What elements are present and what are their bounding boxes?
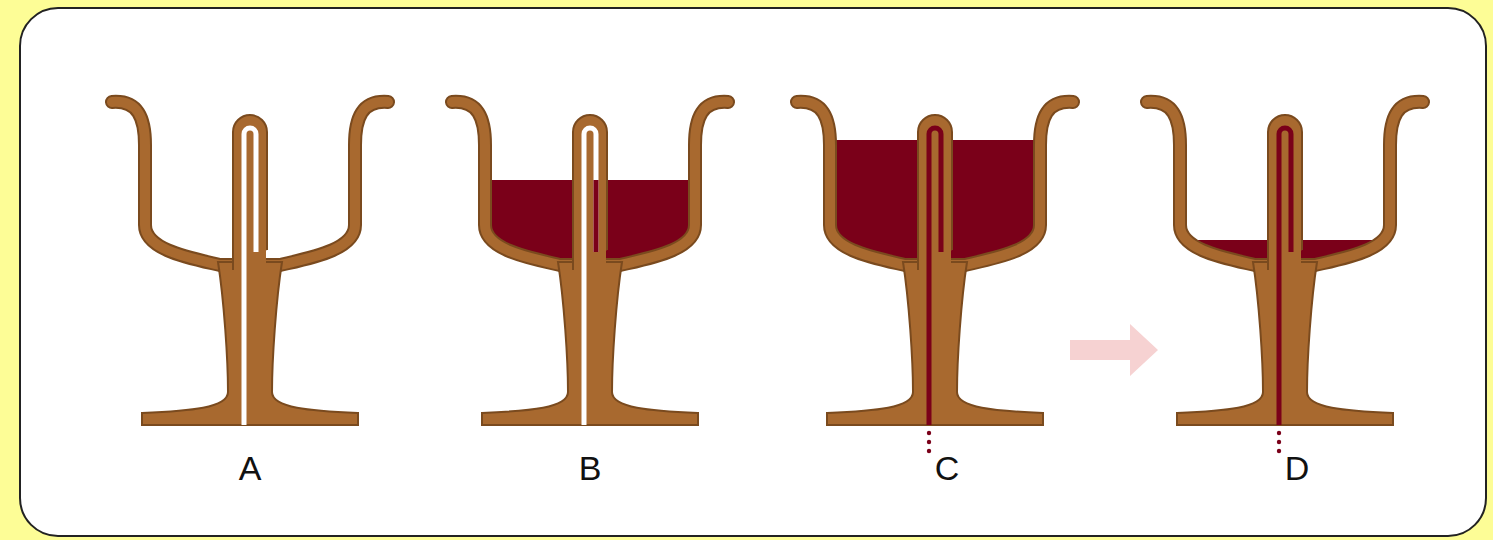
cup-a — [112, 102, 388, 425]
panel — [20, 8, 1486, 536]
sequence-arrow — [1070, 324, 1158, 376]
cup-d — [1147, 102, 1423, 453]
cup-label: A — [237, 451, 264, 485]
cup-label: B — [577, 451, 604, 485]
cup-b — [452, 102, 728, 425]
cup-label: D — [1283, 451, 1312, 485]
cup-label: C — [933, 451, 962, 485]
cup-c — [797, 102, 1073, 453]
